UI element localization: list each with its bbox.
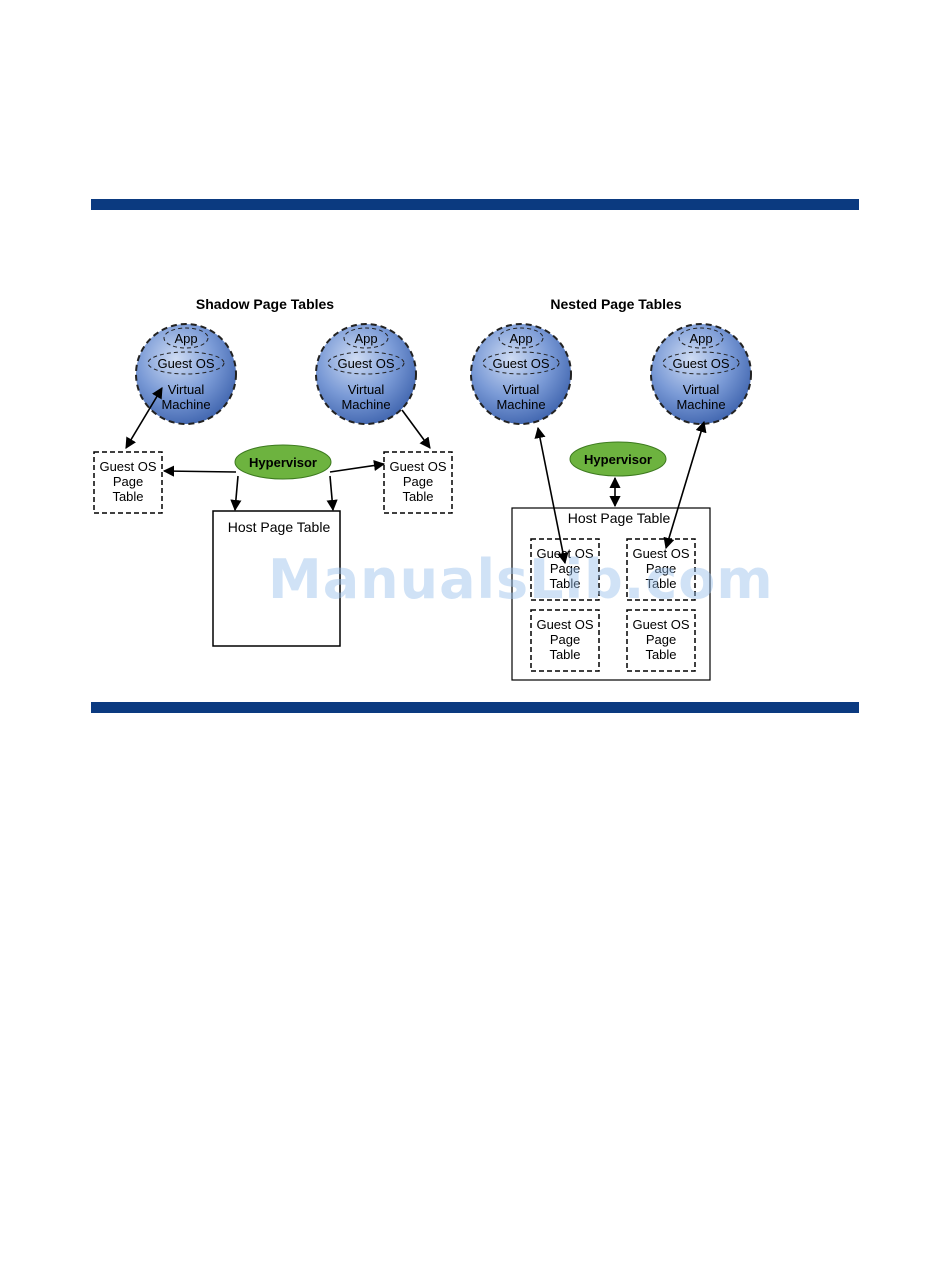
guest-table-line1: Guest OS <box>536 546 593 561</box>
vm-globe-2: App Guest OS Virtual Machine <box>315 323 417 425</box>
guest-table-line1: Guest OS <box>389 459 446 474</box>
arrow-vm4-guest-table <box>663 420 707 550</box>
guest-table-line2: Page <box>550 632 580 647</box>
nested-guest-table-4: Guest OS Page Table <box>626 609 696 672</box>
nested-title: Nested Page Tables <box>550 296 681 312</box>
hypervisor-label: Hypervisor <box>584 452 652 467</box>
guest-table-line3: Table <box>549 576 580 591</box>
nested-guest-table-1: Guest OS Page Table <box>530 538 600 601</box>
hypervisor-shadow: Hypervisor <box>234 444 332 480</box>
guest-table-line3: Table <box>112 489 143 504</box>
guest-table-line2: Page <box>550 561 580 576</box>
host-table-label: Host Page Table <box>228 519 331 535</box>
host-table-label: Host Page Table <box>568 510 671 526</box>
arrow-hyp-right-table <box>329 459 386 473</box>
vm-app-label: App <box>354 331 377 346</box>
shadow-guest-table-left: Guest OS Page Table <box>93 451 163 514</box>
guest-table-line2: Page <box>646 561 676 576</box>
arrow-vm2-guest-table <box>401 409 431 449</box>
vm-globe-3: App Guest OS Virtual Machine <box>470 323 572 425</box>
vm-app-label: App <box>174 331 197 346</box>
vm-label-line2: Machine <box>676 397 725 412</box>
shadow-arrows <box>125 387 431 512</box>
vm-guest-os-label: Guest OS <box>337 356 394 371</box>
vm-app-label: App <box>509 331 532 346</box>
arrow-vm3-guest-table <box>534 426 569 565</box>
arrow-vm1-guest-table <box>125 387 163 449</box>
guest-table-line1: Guest OS <box>632 617 689 632</box>
arrow-hyp-left-table <box>162 465 237 477</box>
vm-globe-1: App Guest OS Virtual Machine <box>135 323 237 425</box>
vm-globe-4: App Guest OS Virtual Machine <box>650 323 752 425</box>
vm-app-label: App <box>689 331 712 346</box>
guest-table-line3: Table <box>645 576 676 591</box>
hypervisor-label: Hypervisor <box>249 455 317 470</box>
vm-label-line1: Virtual <box>503 382 540 397</box>
shadow-guest-table-right: Guest OS Page Table <box>383 451 453 514</box>
vm-guest-os-label: Guest OS <box>157 356 214 371</box>
vm-label-line2: Machine <box>341 397 390 412</box>
nested-arrows <box>534 420 707 565</box>
arrow-hyp-host-left <box>230 475 242 512</box>
vm-label-line1: Virtual <box>683 382 720 397</box>
vm-label-line2: Machine <box>161 397 210 412</box>
guest-table-line1: Guest OS <box>536 617 593 632</box>
arrow-hyp-host-right <box>326 475 338 512</box>
guest-table-line1: Guest OS <box>99 459 156 474</box>
guest-table-line3: Table <box>549 647 580 662</box>
vm-label-line1: Virtual <box>348 382 385 397</box>
guest-table-line3: Table <box>402 489 433 504</box>
shadow-host-table: Host Page Table <box>212 510 341 647</box>
guest-table-line2: Page <box>646 632 676 647</box>
guest-table-line1: Guest OS <box>632 546 689 561</box>
guest-table-line2: Page <box>403 474 433 489</box>
vm-label-line2: Machine <box>496 397 545 412</box>
vm-guest-os-label: Guest OS <box>492 356 549 371</box>
top-divider <box>91 199 859 210</box>
nested-guest-table-2: Guest OS Page Table <box>626 538 696 601</box>
hypervisor-nested: Hypervisor <box>569 441 667 477</box>
shadow-title: Shadow Page Tables <box>196 296 334 312</box>
guest-table-line3: Table <box>645 647 676 662</box>
guest-table-line2: Page <box>113 474 143 489</box>
nested-guest-table-3: Guest OS Page Table <box>530 609 600 672</box>
vm-label-line1: Virtual <box>168 382 205 397</box>
bottom-divider <box>91 702 859 713</box>
vm-guest-os-label: Guest OS <box>672 356 729 371</box>
